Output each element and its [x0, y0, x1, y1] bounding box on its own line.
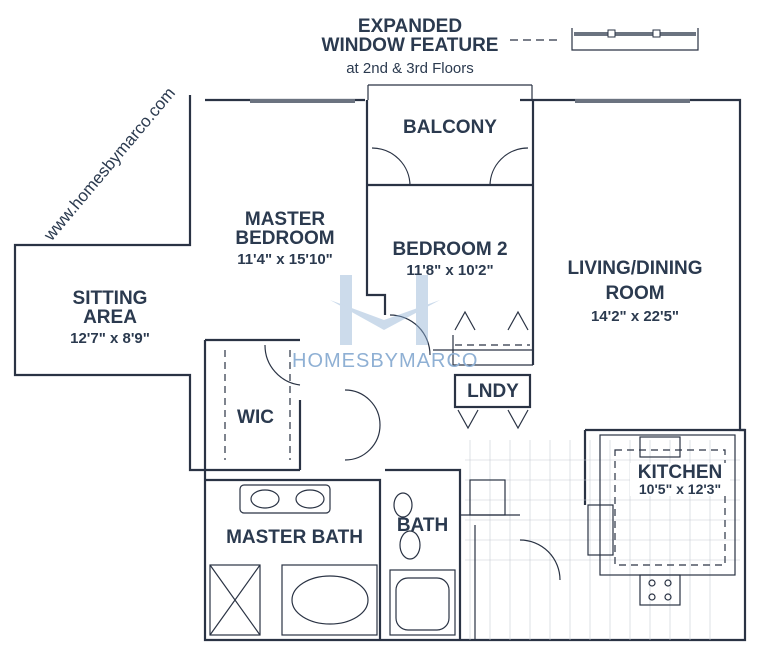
master-bedroom-dims: 11'4" x 15'10" — [237, 251, 333, 268]
sitting-area-label: SITTING AREA 12'7" x 8'9" — [40, 289, 180, 346]
window-feature-legend — [510, 28, 699, 51]
living-name-2: ROOM — [605, 283, 665, 304]
balcony-label: BALCONY — [403, 117, 497, 138]
living-dims: 14'2" x 22'5" — [590, 308, 680, 325]
laundry-label: LNDY — [467, 381, 519, 402]
kitchen-tiles — [465, 440, 740, 640]
watermark-brand: HOMESBYMARCO — [292, 350, 479, 372]
walls — [13, 84, 747, 642]
living-name-1: LIVING/DINING — [567, 258, 703, 279]
living-room-label: LIVING/DINING ROOM 14'2" x 22'5" — [545, 259, 725, 324]
kitchen-name: KITCHEN — [637, 462, 723, 483]
master-bedroom-label: MASTER BEDROOM 11'4" x 15'10" — [215, 210, 355, 267]
master-bath-label: MASTER BATH — [212, 528, 377, 547]
bath-label: BATH — [396, 515, 449, 536]
master-bedroom-name-1: MASTER — [244, 209, 326, 230]
bedroom2-label: BEDROOM 2 11'8" x 10'2" — [375, 240, 525, 278]
sitting-name-1: SITTING — [72, 288, 148, 309]
watermark-logo — [330, 275, 440, 345]
sitting-dims: 12'7" x 8'9" — [70, 330, 150, 347]
header-title: EXPANDED WINDOW FEATURE — [290, 17, 530, 55]
bedroom2-dims: 11'8" x 10'2" — [406, 262, 494, 279]
header-title-line1: EXPANDED — [357, 16, 463, 37]
kitchen-label: KITCHEN 10'5" x 12'3" — [630, 463, 730, 496]
header-subtitle: at 2nd & 3rd Floors — [346, 60, 474, 77]
wic-label: WIC — [237, 407, 274, 428]
master-bedroom-name-2: BEDROOM — [235, 228, 335, 249]
header-title-line2: WINDOW FEATURE — [321, 35, 499, 56]
sitting-name-2: AREA — [83, 307, 137, 328]
bedroom2-name: BEDROOM 2 — [392, 239, 508, 260]
kitchen-dims: 10'5" x 12'3" — [638, 481, 722, 497]
